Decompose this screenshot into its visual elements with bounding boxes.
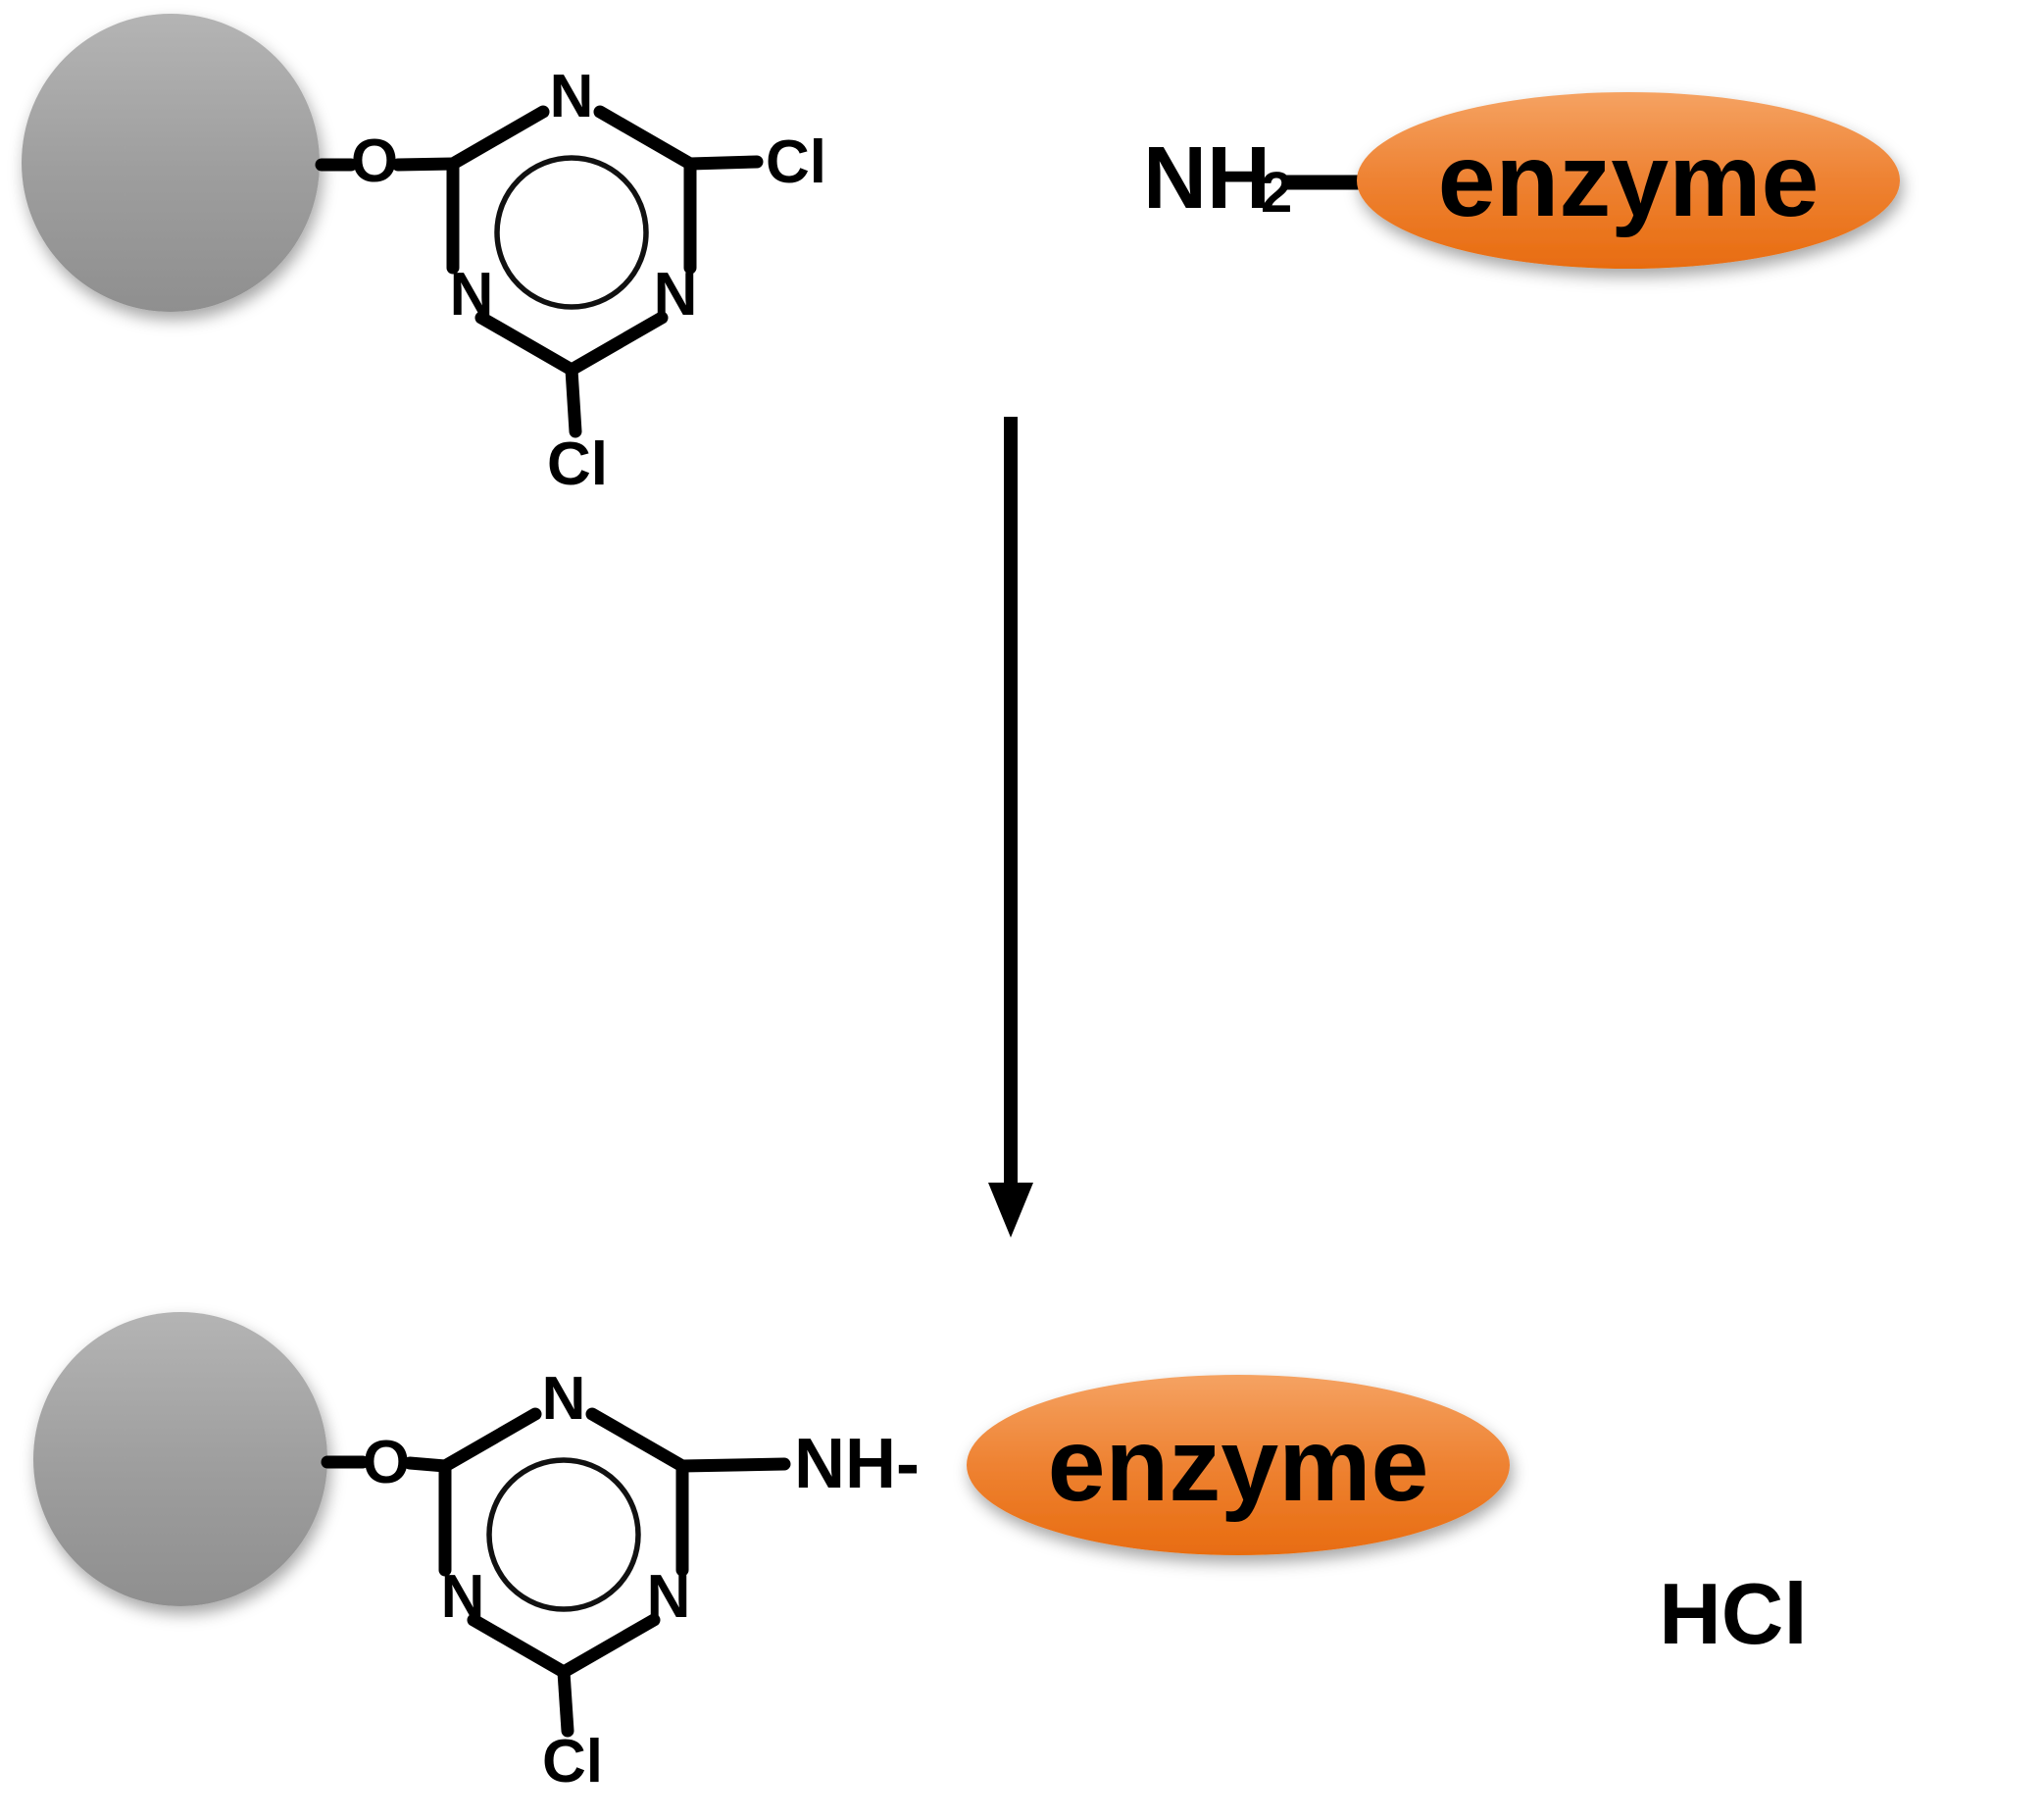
nitrogen-label-top: N [542,1365,586,1433]
ring-edge [557,1613,661,1679]
ring-edge [593,105,697,171]
nitrogen-label-lower-right: N [647,1563,691,1631]
bond-ring-chlorine-bottom [565,363,582,438]
bond-ring-chlorine-right [683,155,764,171]
chlorine-label-bottom: Cl [547,430,608,498]
byproduct-hcl-label: HCl [1659,1565,1808,1662]
reactant-support-structure: O N N N Cl Cl [22,14,826,498]
amine-subscript: 2 [1261,161,1292,225]
enzyme-ellipse [1357,92,1900,269]
ring-edge [585,1407,689,1473]
chlorine-label-bottom: Cl [542,1728,603,1795]
nitrogen-label-lower-left: N [450,261,494,329]
ring-edge [467,1613,571,1679]
oxygen-label: O [351,127,398,195]
reaction-arrow [988,417,1033,1238]
ring-edge [474,311,578,377]
product-structure: O N N N Cl NH- enzyme [33,1312,1510,1795]
oxygen-label: O [363,1429,410,1496]
nitrogen-label-top: N [550,63,594,130]
support-bead [33,1312,327,1606]
ring-edge [565,311,669,377]
triazine-ring [438,1407,689,1679]
nh-linkage-label: NH- [794,1425,920,1503]
reactant-enzyme-group: NH 2 enzyme [1143,92,1900,269]
arrow-head [988,1183,1033,1238]
bond-ring-chlorine-bottom [557,1665,574,1738]
aromatic-circle [486,1457,641,1612]
nitrogen-label-lower-right: N [654,261,698,329]
triazine-ring [446,105,697,377]
enzyme-label: enzyme [1048,1407,1429,1523]
ring-edge [438,1407,542,1473]
nitrogen-label-lower-left: N [441,1563,485,1631]
enzyme-label: enzyme [1438,123,1820,238]
support-bead [22,14,320,312]
chlorine-label-right: Cl [766,128,826,196]
bond-ring-linkage [675,1457,791,1473]
ring-edge [446,105,550,171]
bond-oxygen-ring [391,157,460,172]
aromatic-circle [494,155,649,310]
enzyme-ellipse [967,1375,1510,1555]
amine-label: NH [1143,129,1271,228]
